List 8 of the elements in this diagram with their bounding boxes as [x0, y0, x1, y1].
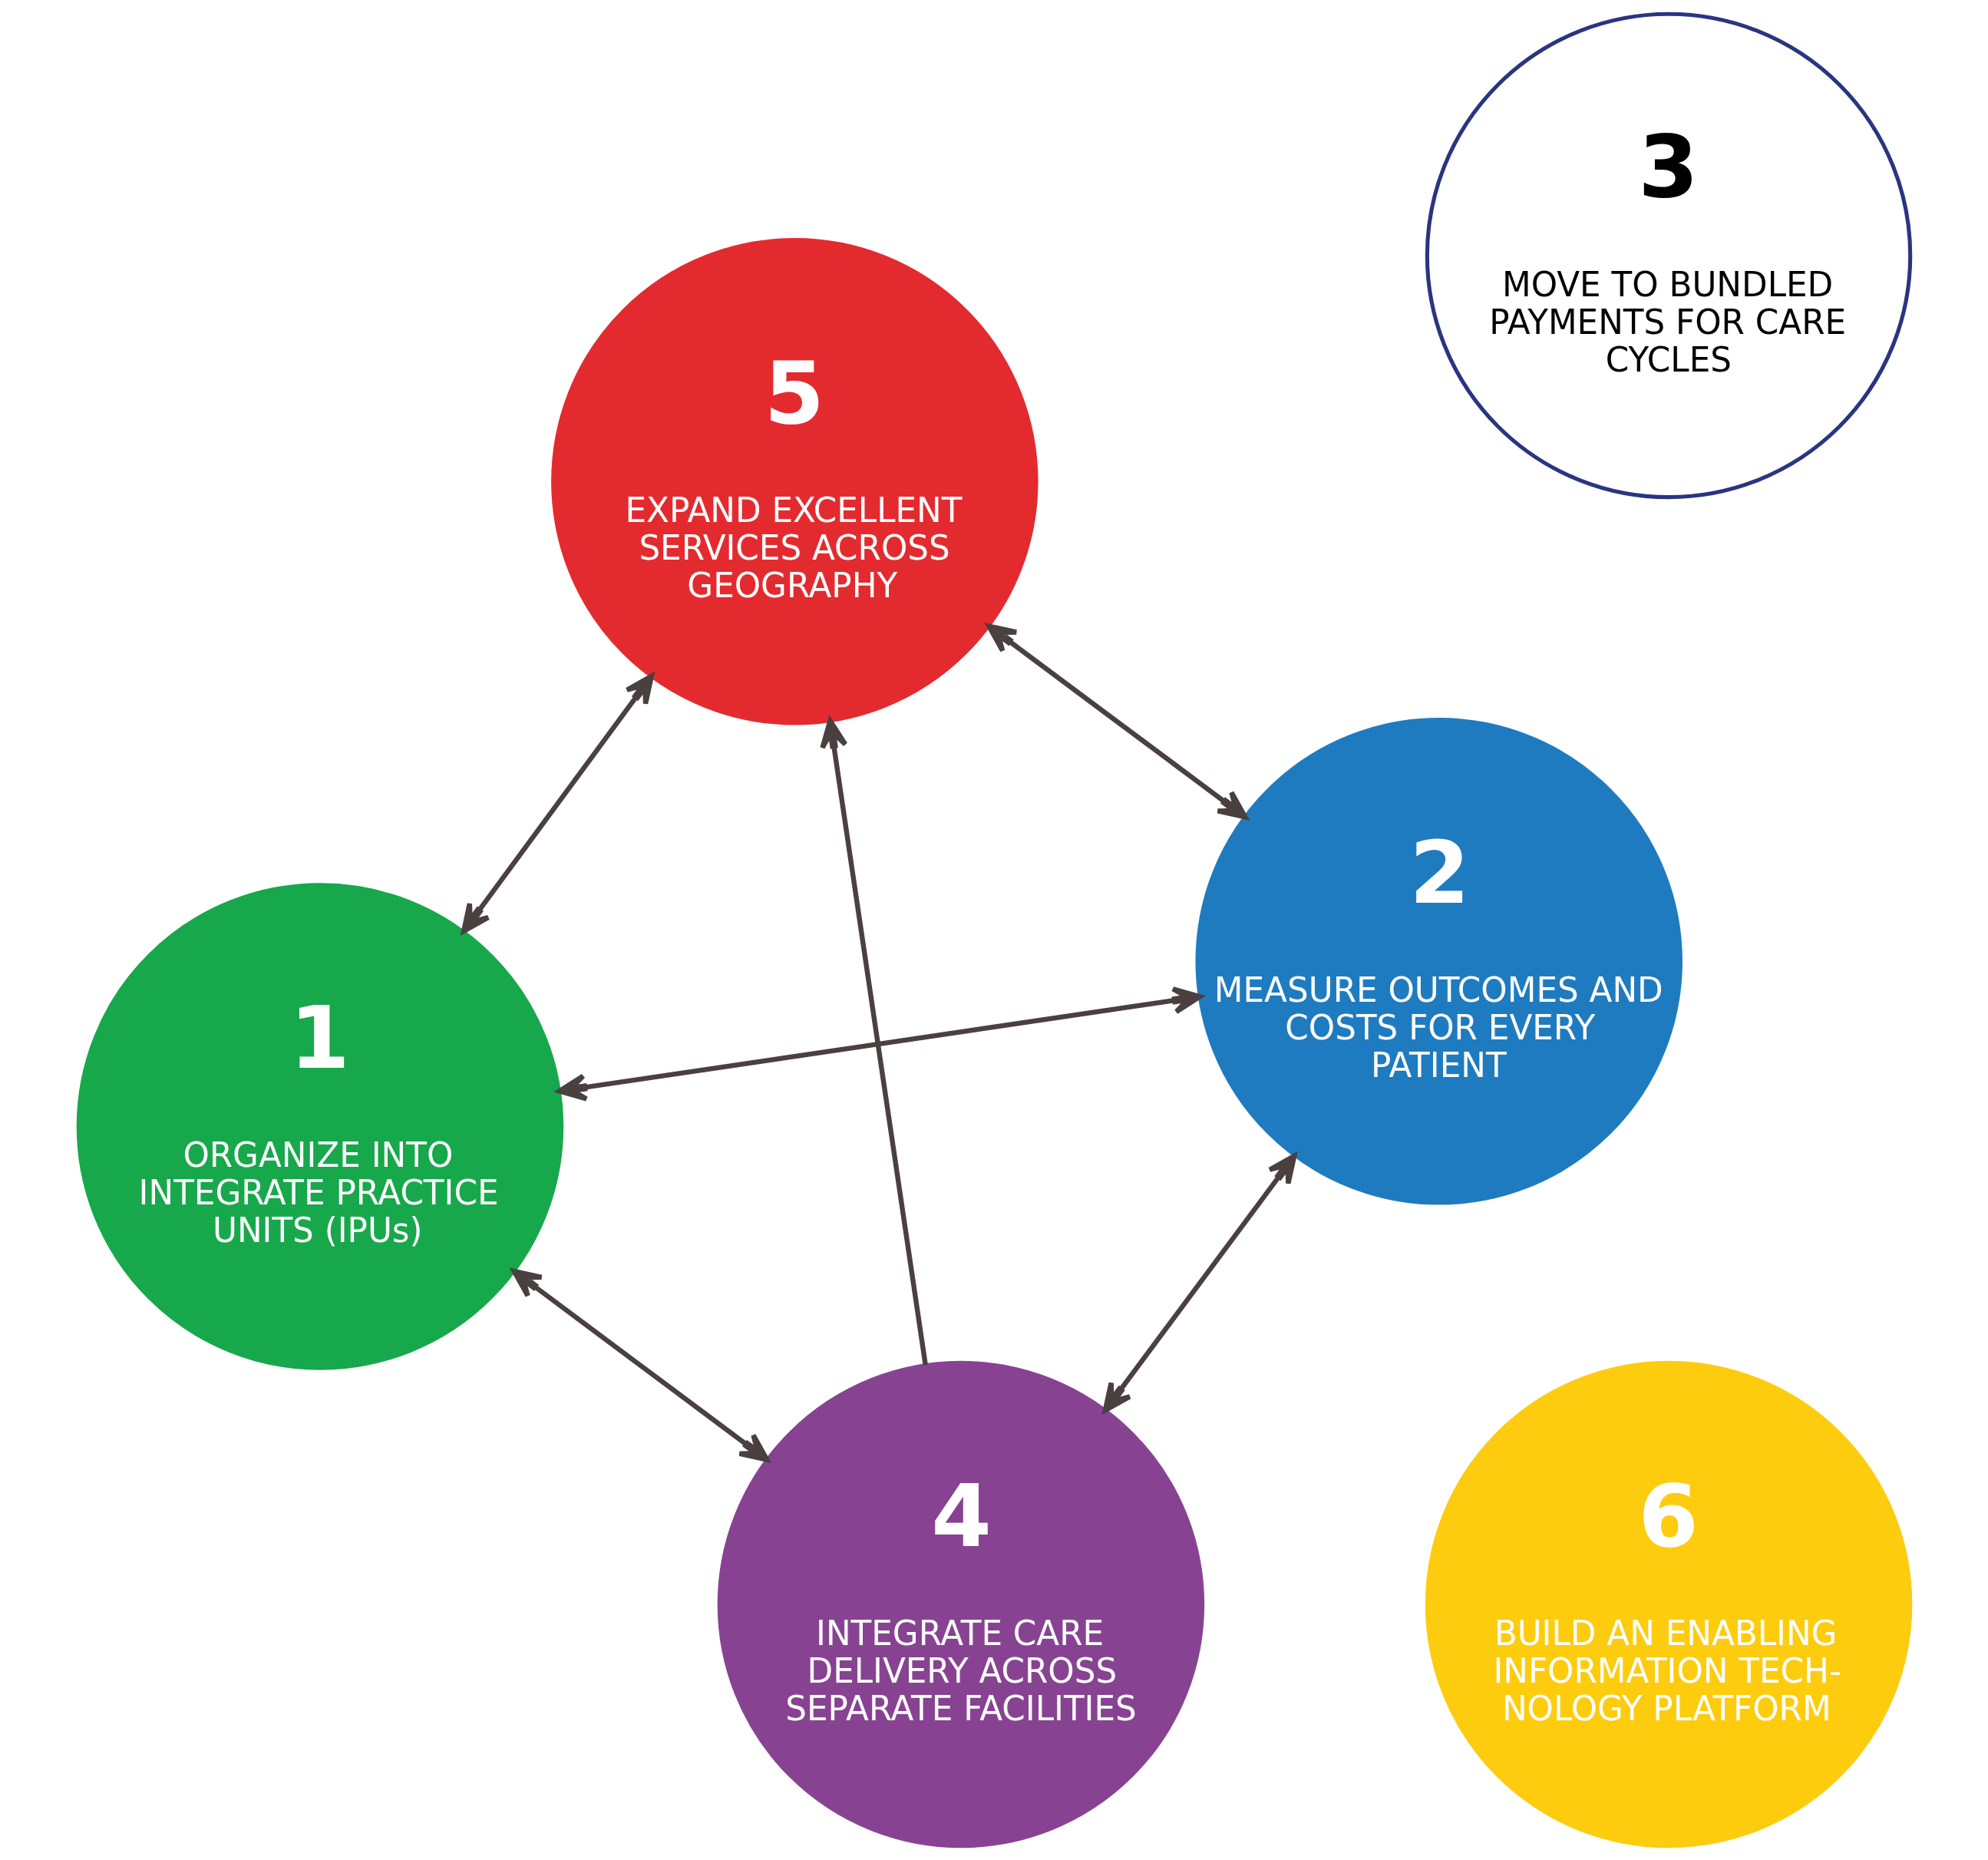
- arrow: [461, 673, 654, 934]
- node-circle: 4 INTEGRATE CARE DELIVERY ACROSS SEPARATE FACILITIES: [717, 1360, 1204, 1848]
- node-circle: 2 MEASURE OUTCOMES AND COSTS FOR EVERY PATIENT: [1194, 718, 1683, 1205]
- node-circle: 3 MOVE TO BUNDLED PAYMENTS FOR CARE CYCLES: [1425, 12, 1912, 500]
- arrow: [1102, 1153, 1296, 1413]
- node-circle: 5 EXPAND EXCELLENT SERVICES ACROSS GEOGRAPHY: [550, 238, 1039, 725]
- node-circle: 1 ORGANIZE INTO INTEGRATE PRACTICE UNITS (IPUs): [76, 883, 563, 1370]
- node-circle: 6 BUILD AN ENABLING INFORMATION TECH- NOLOGY PLATFORM: [1425, 1360, 1912, 1848]
